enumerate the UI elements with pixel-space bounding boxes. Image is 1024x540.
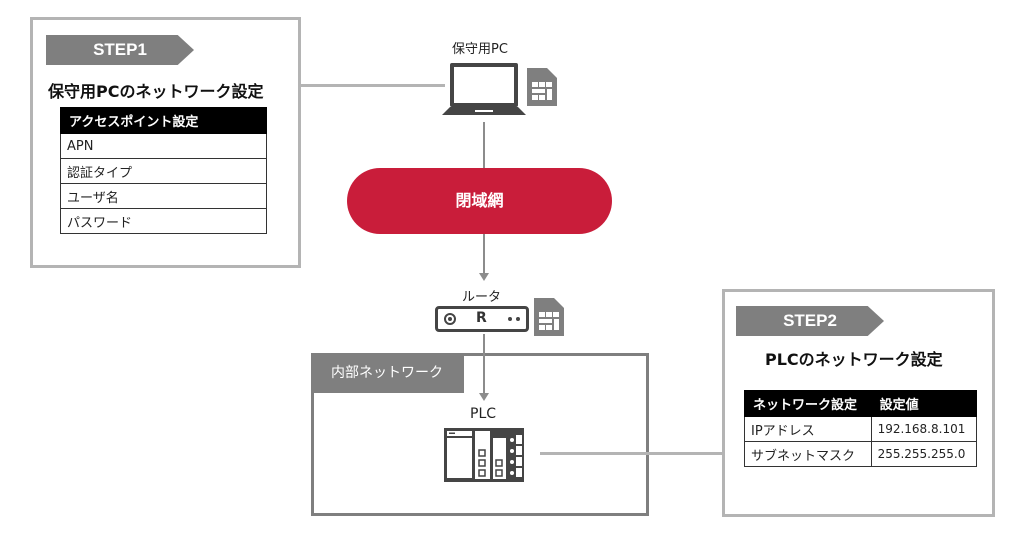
auth-type-cell: 認証タイプ: [60, 158, 267, 184]
table-row: APN: [60, 133, 267, 159]
password-cell: パスワード: [60, 208, 267, 234]
table-row: IPアドレス 192.168.8.101: [744, 416, 978, 442]
plc-network-table: ネットワーク設定 設定値 IPアドレス 192.168.8.101 サブネットマ…: [744, 390, 978, 467]
connector-router-plc: [483, 334, 485, 394]
subnet-mask-label: サブネットマスク: [744, 441, 872, 467]
sim-card-icon: [534, 298, 564, 336]
arrow-down-icon: [479, 273, 489, 281]
step2-tag: STEP2: [736, 306, 884, 336]
plc-label: PLC: [470, 406, 497, 422]
username-cell: ユーザ名: [60, 183, 267, 209]
router-badge: R: [476, 310, 487, 326]
table-row: パスワード: [60, 208, 267, 234]
connector-plc-step2: [540, 452, 725, 455]
router-led-icon: [516, 317, 520, 321]
step1-tag: STEP1: [46, 35, 194, 65]
ip-address-label: IPアドレス: [744, 416, 872, 442]
connector-pc-network: [483, 122, 485, 168]
subnet-mask-value: 255.255.255.0: [870, 441, 978, 467]
table-row: サブネットマスク 255.255.255.0: [744, 441, 978, 467]
apn-cell: APN: [60, 133, 267, 159]
router-power-icon: [444, 313, 456, 325]
table-row: 認証タイプ: [60, 158, 267, 184]
step1-title: 保守用PCのネットワーク設定: [48, 82, 264, 101]
access-point-table-header: アクセスポイント設定: [60, 107, 267, 134]
sim-card-icon: [527, 68, 557, 106]
internal-network-label: 内部ネットワーク: [314, 356, 464, 393]
step2-title: PLCのネットワーク設定: [765, 350, 943, 369]
router-label: ルータ: [462, 290, 502, 305]
connector-step1-pc: [298, 84, 445, 87]
connector-network-router: [483, 234, 485, 274]
router-icon: R: [435, 306, 529, 332]
router-led-icon: [508, 317, 512, 321]
table-row: ユーザ名: [60, 183, 267, 209]
plc-icon: [444, 428, 524, 482]
ip-address-value: 192.168.8.101: [870, 416, 978, 442]
access-point-table: アクセスポイント設定 APN 認証タイプ ユーザ名 パスワード: [60, 107, 267, 234]
pc-label: 保守用PC: [452, 42, 508, 57]
step2-panel: STEP2 PLCのネットワーク設定 ネットワーク設定 設定値 IPアドレス 1…: [722, 289, 995, 517]
laptop-icon: [442, 63, 526, 115]
plc-table-header-setting: ネットワーク設定: [744, 390, 872, 417]
internal-network-box: 内部ネットワーク: [311, 353, 649, 516]
plc-table-header-value: 設定値: [870, 390, 978, 417]
step1-panel: STEP1 保守用PCのネットワーク設定 アクセスポイント設定 APN 認証タイ…: [30, 17, 301, 268]
arrow-down-icon: [479, 393, 489, 401]
closed-network: 閉域網: [347, 168, 612, 234]
